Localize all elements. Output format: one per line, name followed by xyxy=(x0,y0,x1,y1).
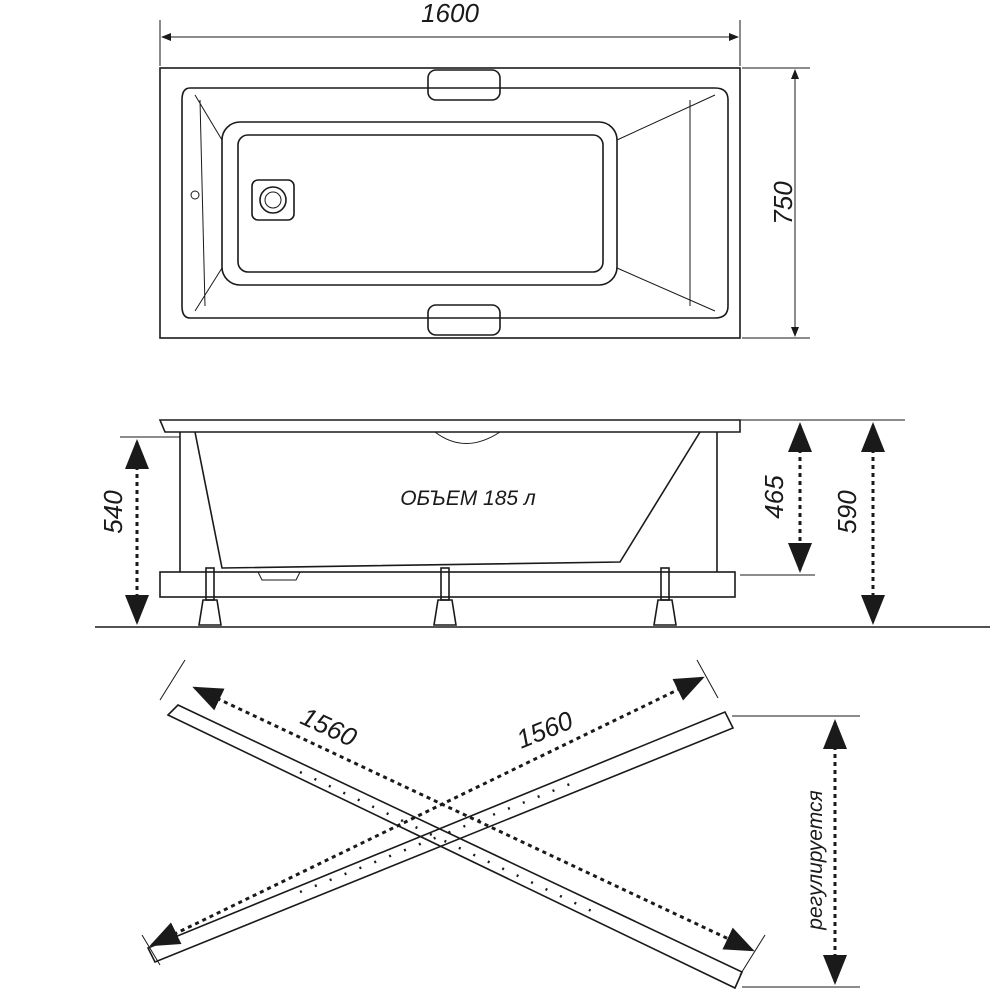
handle-side xyxy=(434,431,501,444)
handle-bottom xyxy=(427,304,501,336)
adjustable-label: регулируется xyxy=(804,790,827,930)
diagonal-a-dimension xyxy=(192,686,755,952)
tub-body xyxy=(194,431,701,569)
diagonal-a-label: 1560 xyxy=(296,701,362,753)
handle-top xyxy=(427,69,501,101)
tub-rim xyxy=(158,419,741,433)
total-height-label: 590 xyxy=(832,490,862,534)
overflow-icon xyxy=(190,190,200,200)
top-view: 1600 750 xyxy=(159,0,810,339)
tub-rim-outline xyxy=(159,67,741,339)
drain-side xyxy=(257,571,301,581)
frame-bar-b xyxy=(146,710,735,964)
frame-holes-a xyxy=(299,770,601,917)
frame-view: 1560 1560 регулируется xyxy=(141,659,860,990)
drain-icon xyxy=(251,179,295,221)
volume-label: ОБЪЕМ 185 л xyxy=(400,487,536,510)
tub-slope-lines xyxy=(194,94,716,312)
adjustable-leg xyxy=(198,567,677,626)
depth-label: 750 xyxy=(768,181,798,225)
tub-bowl-outline xyxy=(181,87,729,319)
leg-height-label: 540 xyxy=(98,490,128,534)
diagonal-b-label: 1560 xyxy=(512,705,577,755)
side-view: 540 ОБЪЕМ 185 л 465 590 xyxy=(95,419,990,628)
width-label: 1600 xyxy=(421,0,479,28)
diagonal-b-dimension xyxy=(149,676,705,947)
tub-floor xyxy=(237,134,604,273)
support-frame xyxy=(159,571,736,598)
frame-bar-a xyxy=(166,704,744,990)
tub-height-label: 465 xyxy=(759,475,789,519)
tub-basin xyxy=(221,121,618,286)
